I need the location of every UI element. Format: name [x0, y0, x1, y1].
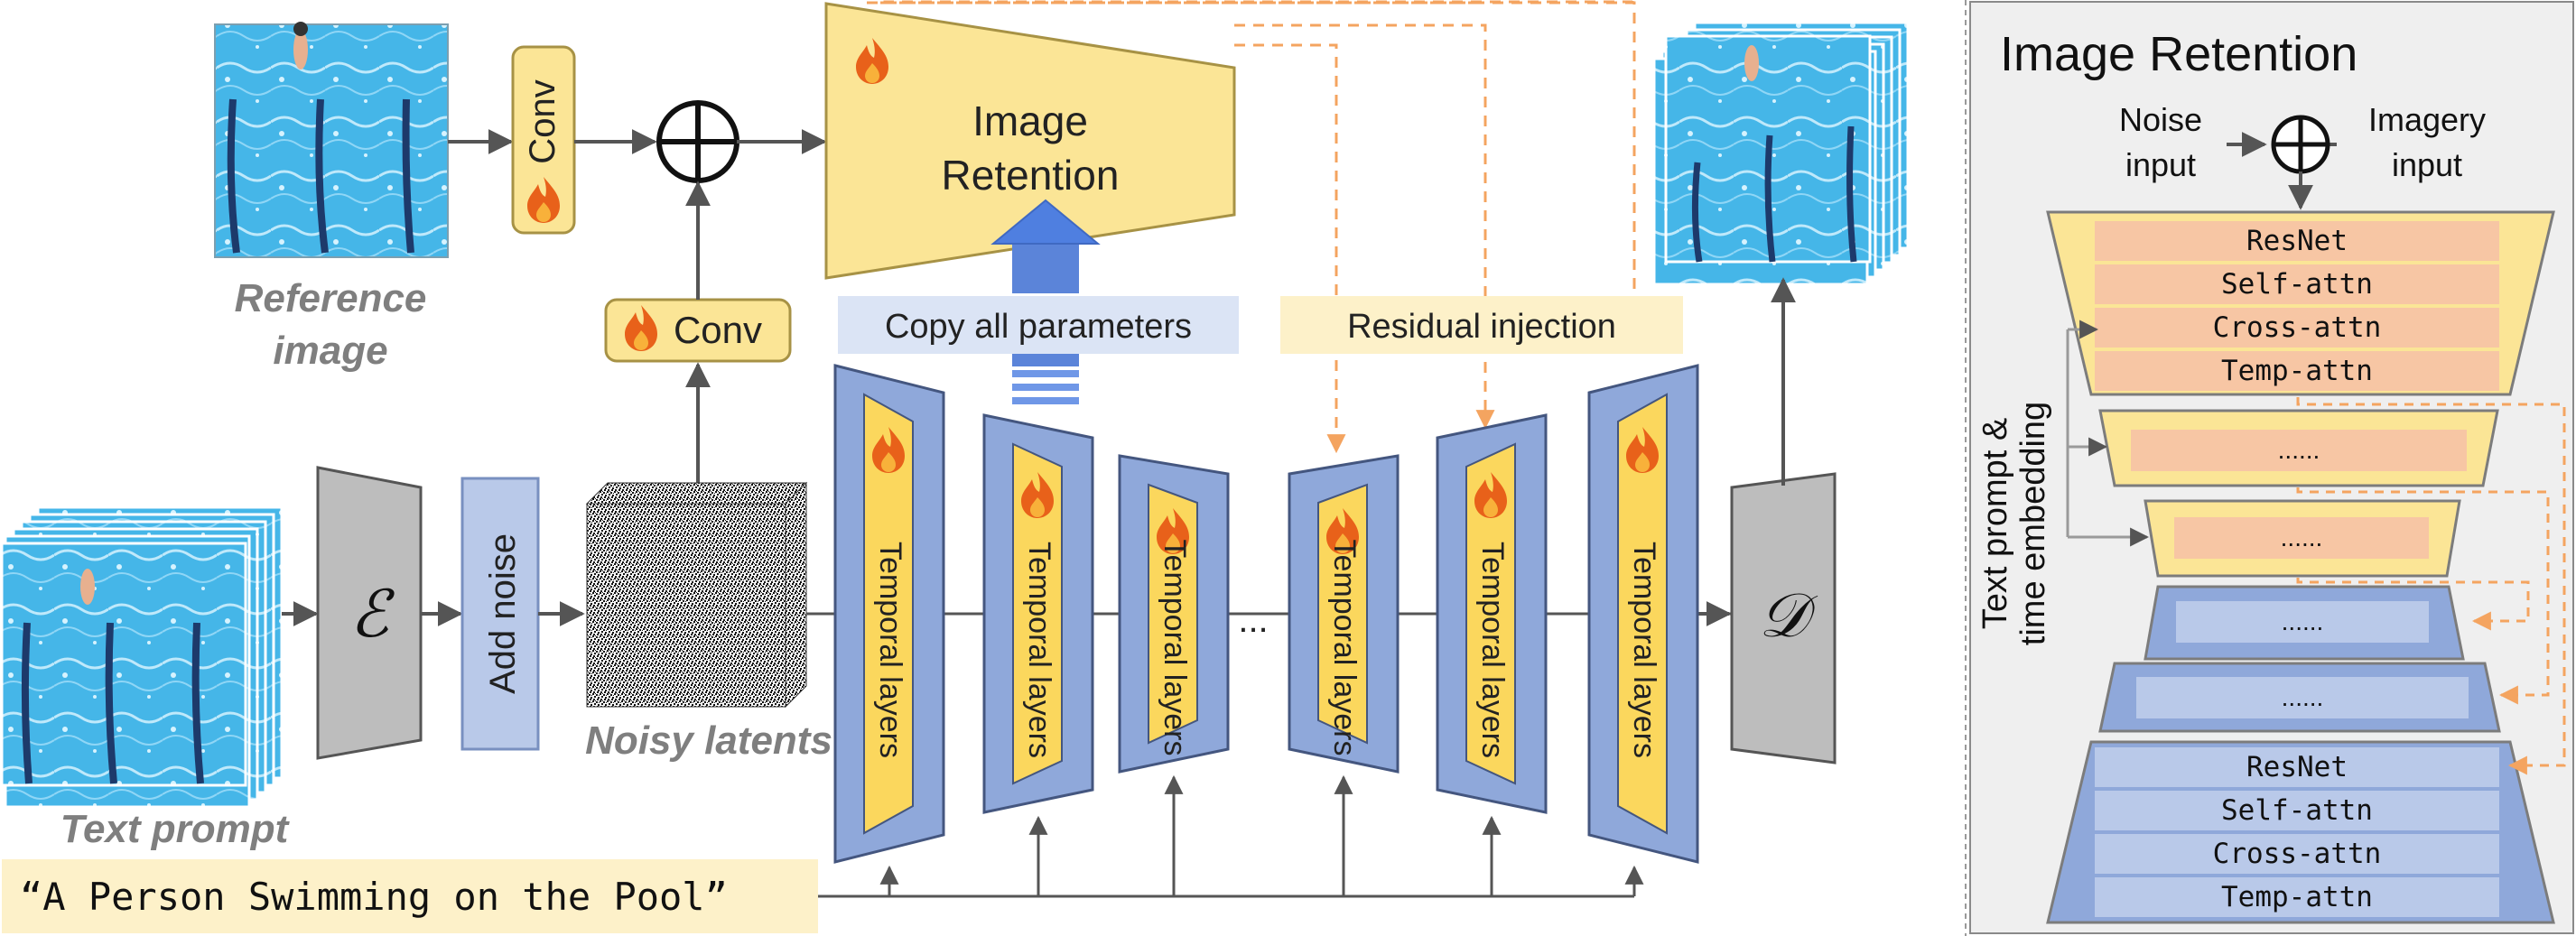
prompt-box [2, 859, 818, 933]
noisy-latents-cube [585, 481, 808, 709]
reference-image [214, 22, 449, 258]
side-label-1: Text prompt & [1976, 418, 2014, 629]
panel-mid-yellow-2: ...... [2144, 499, 2461, 578]
temporal-layers-label: Temporal layers [1022, 542, 1056, 758]
temporal-layers-label: Temporal layers [1327, 540, 1362, 756]
imagery-input-label-1: Imagery [2368, 101, 2486, 138]
temporal-block-2: Temporal layers [982, 413, 1094, 814]
panel-mid-blue-2: ...... [2098, 662, 2501, 733]
mid-label-1: ...... [2278, 436, 2320, 464]
residual-banner [1280, 296, 1683, 354]
add-noise-block: Add noise [460, 477, 540, 751]
output-video-frames [1652, 21, 1910, 286]
temporal-block-4: Temporal layers [1288, 454, 1400, 774]
mid-label-2: ...... [2281, 524, 2323, 551]
temporal-block-6: Temporal layers [1587, 364, 1699, 864]
ellipsis: ... [1238, 600, 1268, 640]
noise-input-label-1: Noise [2119, 101, 2202, 138]
noisy-latents-label: Noisy latents [585, 718, 832, 763]
encoder-block: ℰ [316, 466, 423, 760]
layer-label: Self-attn [2221, 794, 2373, 827]
image-retention-label-2: Retention [942, 152, 1120, 199]
conv-label: Conv [674, 309, 762, 351]
prompt-risers [879, 774, 1644, 896]
panel-mid-yellow-1: ...... [2098, 409, 2499, 487]
temporal-layers-label: Temporal layers [1627, 542, 1661, 758]
panel-embedding-arrows [2066, 320, 2150, 547]
copy-params-group: Copy all parameters [838, 199, 1239, 404]
conv-block: Conv [604, 298, 792, 363]
reference-image-label-2: image [273, 329, 387, 373]
temporal-layers-label: Temporal layers [873, 542, 907, 758]
image-retention-block: Image Retention [824, 2, 1236, 280]
copy-params-label: Copy all parameters [885, 308, 1192, 346]
decoder-block: 𝒟 [1730, 472, 1837, 765]
panel-title: Image Retention [2000, 27, 2357, 81]
imagery-input-label-2: input [2392, 146, 2462, 183]
temporal-blocks: Temporal layers Temporal layers Temporal l… [833, 364, 1699, 864]
layer-label: ResNet [2246, 751, 2348, 783]
layer-label: Temp-attn [2221, 881, 2373, 913]
noise-input-label-2: input [2125, 146, 2196, 183]
layer-label: Self-attn [2221, 268, 2373, 301]
temporal-block-1: Temporal layers [833, 364, 945, 864]
copy-params-banner [838, 296, 1239, 354]
panel-add-circle-icon [2271, 115, 2330, 174]
layer-label: ResNet [2246, 225, 2348, 257]
add-circle-icon [656, 100, 739, 183]
side-label-2: time embedding [2014, 402, 2052, 645]
temporal-block-3: Temporal layers [1118, 454, 1230, 774]
mid-label-3: ...... [2282, 607, 2324, 635]
residual-label: Residual injection [1347, 308, 1616, 346]
prompt-text: “A Person Swimming on the Pool” [20, 875, 728, 919]
layer-label: Cross-attn [2213, 838, 2382, 870]
image-retention-label-1: Image [972, 97, 1088, 144]
layer-label: Cross-attn [2213, 311, 2382, 344]
temporal-block-5: Temporal layers [1436, 413, 1548, 814]
text-prompt-label: Text prompt [60, 807, 291, 851]
temporal-layers-label: Temporal layers [1475, 542, 1510, 758]
encoder-symbol: ℰ [349, 576, 395, 652]
input-video-frames [0, 505, 284, 809]
conv-vertical-block: Conv [511, 45, 576, 235]
panel-mid-blue-1: ...... [2144, 585, 2465, 661]
panel-residual-dashes [2296, 397, 2566, 775]
residual-dashed-lines [867, 0, 1644, 454]
layer-label: Temp-attn [2221, 355, 2373, 387]
mid-label-4: ...... [2282, 683, 2324, 711]
add-noise-label: Add noise [483, 533, 523, 694]
temporal-layers-label: Temporal layers [1158, 540, 1192, 756]
conv-vertical-label: Conv [523, 79, 563, 163]
reference-image-label-1: Reference [235, 276, 427, 320]
